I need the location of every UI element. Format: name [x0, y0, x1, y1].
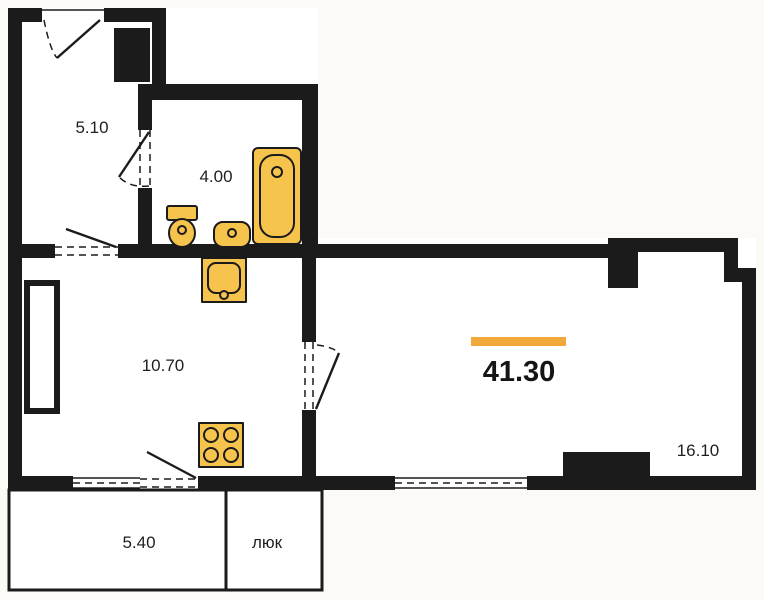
door-swing-bathroom	[118, 130, 151, 188]
wall-segment	[152, 22, 166, 100]
door-arc	[118, 176, 150, 188]
wall-segment	[104, 8, 166, 22]
wall-segment	[302, 410, 316, 476]
hatch-box	[224, 488, 324, 592]
toilet-icon	[166, 205, 198, 248]
door-swing-main-room	[304, 342, 341, 410]
door-swing-hall-kitchen	[55, 227, 118, 256]
stove-burner	[203, 447, 219, 463]
washbasin-drain	[227, 228, 237, 238]
balcony-outline	[7, 488, 324, 592]
toilet-detail	[177, 225, 187, 235]
door-swing-entrance	[42, 9, 104, 59]
room-area-balcony: 5.40	[122, 533, 155, 552]
door-leaf	[314, 352, 341, 410]
wall-segment	[198, 476, 395, 490]
hatch-label: люк	[252, 533, 283, 552]
wall-segment	[302, 258, 316, 342]
door-arc	[316, 344, 340, 354]
stove-burner	[223, 447, 239, 463]
toilet-tank	[166, 205, 198, 221]
washbasin-icon	[213, 221, 251, 248]
windows	[73, 477, 527, 489]
labels: 5.10 4.00 10.70 41.30 16.10 5.40 люк	[75, 118, 719, 552]
window-marker	[73, 477, 140, 489]
room-area-main: 16.10	[677, 441, 720, 460]
wall-segment	[302, 100, 318, 244]
kitchen-sink-icon	[201, 257, 247, 303]
door-swing-balcony	[140, 450, 198, 488]
wall-segment	[138, 188, 152, 246]
wall-segment	[622, 238, 738, 252]
wall-pier	[563, 452, 650, 490]
room-area-kitchen: 10.70	[142, 356, 185, 375]
doors	[42, 9, 341, 488]
window-marker	[395, 477, 527, 489]
room-base-main	[300, 238, 756, 490]
total-area-underline	[471, 337, 566, 346]
bathtub-icon	[252, 147, 302, 245]
bathtub-inner	[259, 154, 295, 238]
stove-burner	[203, 427, 219, 443]
bathtub-drain	[271, 166, 283, 178]
wall-segment	[742, 268, 756, 490]
sink-inner	[207, 262, 241, 294]
stove-burner	[223, 427, 239, 443]
door-leaf	[65, 227, 117, 249]
door-leaf	[118, 131, 150, 178]
wardrobe-niche	[24, 280, 60, 414]
door-arc	[43, 19, 58, 59]
total-area: 41.30	[483, 356, 556, 388]
wall-segment	[8, 476, 73, 490]
stove-icon	[198, 422, 244, 468]
balcony-box	[7, 488, 228, 592]
vent-shaft	[114, 28, 150, 82]
fixtures	[166, 147, 302, 468]
room-area-bathroom: 4.00	[199, 167, 232, 186]
wall-segment	[8, 244, 55, 258]
door-leaf	[56, 19, 101, 59]
sink-drain	[219, 290, 229, 300]
wall-segment	[138, 84, 318, 100]
walls	[8, 8, 756, 490]
room-area-hallway: 5.10	[75, 118, 108, 137]
wall-segment	[118, 244, 622, 258]
door-leaf	[146, 450, 197, 480]
